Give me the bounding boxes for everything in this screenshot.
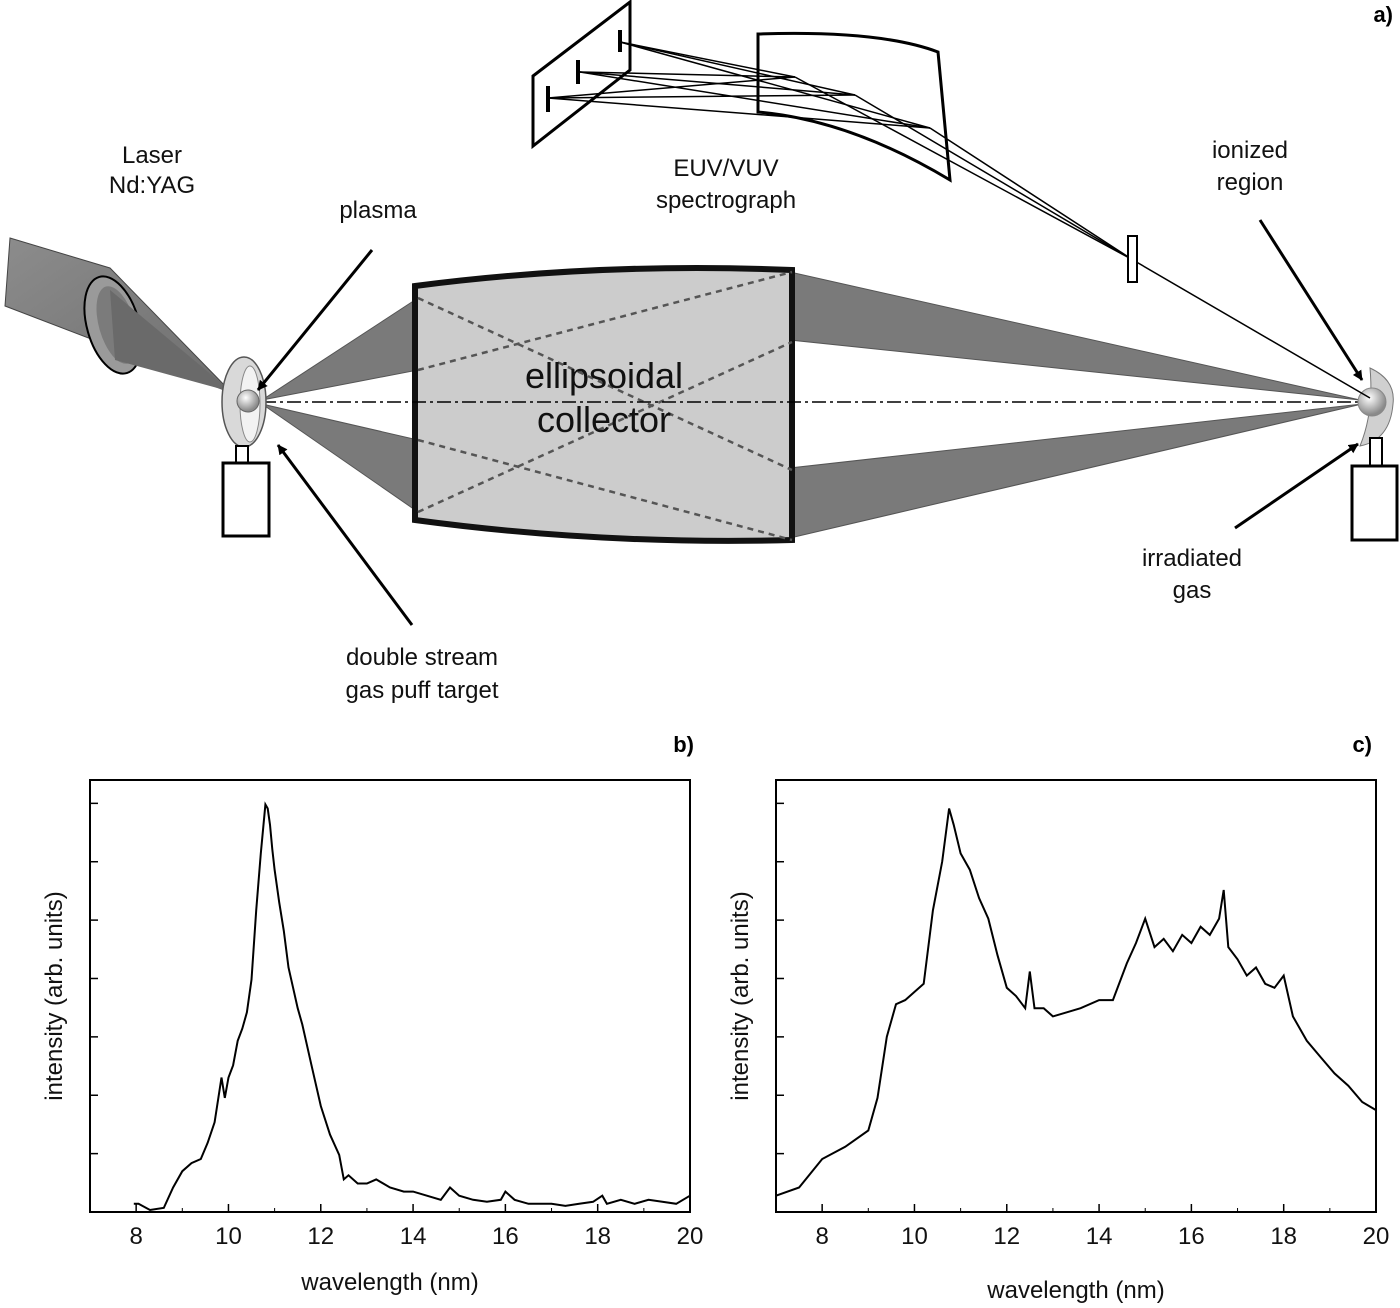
irradiated-label-line1: irradiated <box>1142 545 1242 572</box>
plot-frame-c <box>775 779 1377 1213</box>
plasma-arrow <box>256 249 374 391</box>
spectrograph-label-line1: EUV/VUV <box>673 155 778 182</box>
x-tick-label-b: 18 <box>584 1223 611 1250</box>
x-tick-label-c: 8 <box>815 1223 828 1250</box>
x-tick-label-b: 16 <box>492 1223 519 1250</box>
diagram-labels: Laser Nd:YAG plasma EUV/VUV spectrograph… <box>109 137 1288 704</box>
x-axis-label-b: wavelength (nm) <box>300 1269 478 1296</box>
x-axis-ticks-b: 8 10 12 14 16 18 20 <box>89 1204 704 1250</box>
laser-beam <box>4 237 233 394</box>
x-tick-label-b: 20 <box>677 1223 704 1250</box>
plot-frame-b <box>89 779 691 1213</box>
x-tick-label-b: 12 <box>307 1223 334 1250</box>
y-axis-label-c: intensity (arb. units) <box>727 891 754 1100</box>
panel-label-c: c) <box>1352 732 1372 757</box>
y-axis-ticks-c <box>776 802 784 1155</box>
chart-panel-b: b) 8 10 12 14 16 18 20 wavelength (nm) intensi… <box>41 732 703 1296</box>
panel-label-b: b) <box>673 732 694 757</box>
x-tick-label-c: 16 <box>1178 1223 1205 1250</box>
plasma-label: plasma <box>339 197 417 224</box>
x-tick-label-b: 14 <box>400 1223 427 1250</box>
target-label-line1: double stream <box>346 644 498 671</box>
spectrum-line-c <box>775 808 1377 1197</box>
irradiated-gas-target <box>1350 367 1399 542</box>
ionized-label-line1: ionized <box>1212 137 1288 164</box>
x-tick-label-b: 8 <box>129 1223 142 1250</box>
spectrograph-label-line2: spectrograph <box>656 187 796 214</box>
x-axis-label-c: wavelength (nm) <box>986 1277 1164 1304</box>
target-arrow <box>276 444 414 626</box>
irradiated-gas-arrow <box>1234 442 1359 530</box>
laser-label-line2: Nd:YAG <box>109 172 195 199</box>
ionized-region-arrow <box>1258 219 1364 381</box>
y-axis-label-b: intensity (arb. units) <box>41 891 68 1100</box>
spectrograph-detector-plane <box>531 0 632 150</box>
x-tick-label-c: 14 <box>1086 1223 1113 1250</box>
chart-panel-c: c) 8 10 12 14 16 18 20 wavelength (nm) intensi… <box>727 732 1389 1304</box>
ellipsoidal-collector: ellipsoidal collector <box>412 265 795 544</box>
spectrum-line-b <box>133 801 691 1212</box>
gas-puff-target <box>221 356 271 538</box>
spectrograph <box>531 0 1371 399</box>
ionized-label-line2: region <box>1217 169 1284 196</box>
annotation-arrows <box>256 219 1364 626</box>
collector-label-line2: collector <box>537 399 671 440</box>
experimental-setup-diagram: a) ellipsoidal collector <box>4 0 1399 704</box>
spectrograph-slit <box>1127 235 1138 283</box>
y-axis-ticks-b <box>90 802 98 1155</box>
panel-label-a: a) <box>1373 2 1393 27</box>
x-tick-label-c: 18 <box>1270 1223 1297 1250</box>
plasma-spot <box>236 389 260 413</box>
x-tick-label-c: 12 <box>993 1223 1020 1250</box>
x-tick-label-c: 20 <box>1363 1223 1390 1250</box>
target-label-line2: gas puff target <box>346 677 499 704</box>
irradiated-label-line2: gas <box>1173 577 1212 604</box>
x-tick-label-b: 10 <box>215 1223 242 1250</box>
collector-label-line1: ellipsoidal <box>525 355 683 396</box>
target-nozzle-left <box>221 461 271 538</box>
laser-label-line1: Laser <box>122 142 182 169</box>
x-tick-label-c: 10 <box>901 1223 928 1250</box>
target-nozzle-right <box>1350 464 1399 542</box>
x-axis-ticks-c: 8 10 12 14 16 18 20 <box>775 1204 1390 1250</box>
